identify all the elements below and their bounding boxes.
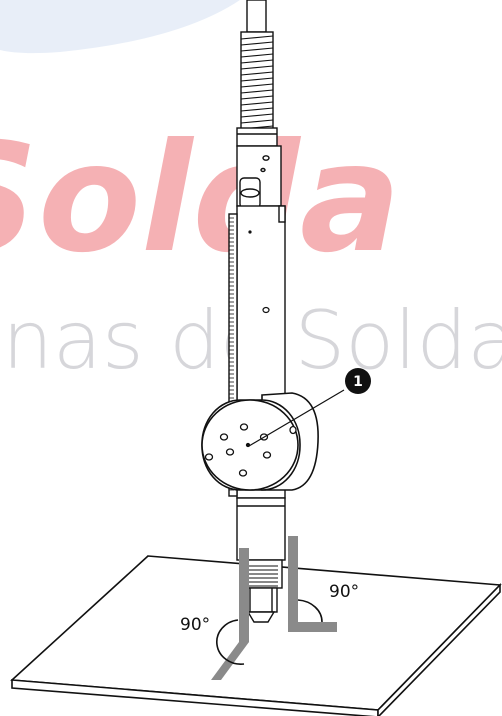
hose-coil xyxy=(240,65,274,70)
angle-label-right: 90° xyxy=(329,582,359,602)
hose-coil xyxy=(240,59,274,64)
callout-leader xyxy=(248,389,345,447)
hose-coil xyxy=(240,119,274,124)
angle-arc-right xyxy=(297,599,323,623)
hose-coil xyxy=(240,107,274,112)
hose-coil xyxy=(240,41,274,46)
hose-coil xyxy=(240,71,274,76)
angle-gauge-right xyxy=(288,536,337,632)
hose-coil xyxy=(240,83,274,88)
hose-coil xyxy=(240,77,274,82)
hose-coil xyxy=(240,35,274,40)
angle-arc-left xyxy=(216,619,245,665)
hose-coil xyxy=(240,113,274,118)
hose-coil xyxy=(240,47,274,52)
base-plate xyxy=(10,555,502,716)
callout: 1 xyxy=(248,368,371,447)
hose-coil xyxy=(240,89,274,94)
clamp-drum xyxy=(201,392,319,491)
callout-number: 1 xyxy=(353,374,363,390)
watermark-swoosh xyxy=(0,0,240,54)
watermark-logo-text: Solda xyxy=(0,112,401,286)
torch-cable xyxy=(240,0,274,131)
hose-coil xyxy=(240,53,274,58)
angle-arcs xyxy=(216,599,323,665)
nozzle-threads xyxy=(244,565,278,587)
hose-coil xyxy=(240,101,274,106)
hose-coil xyxy=(240,95,274,100)
callout-badge xyxy=(345,368,371,394)
angle-label-left: 90° xyxy=(180,615,210,635)
